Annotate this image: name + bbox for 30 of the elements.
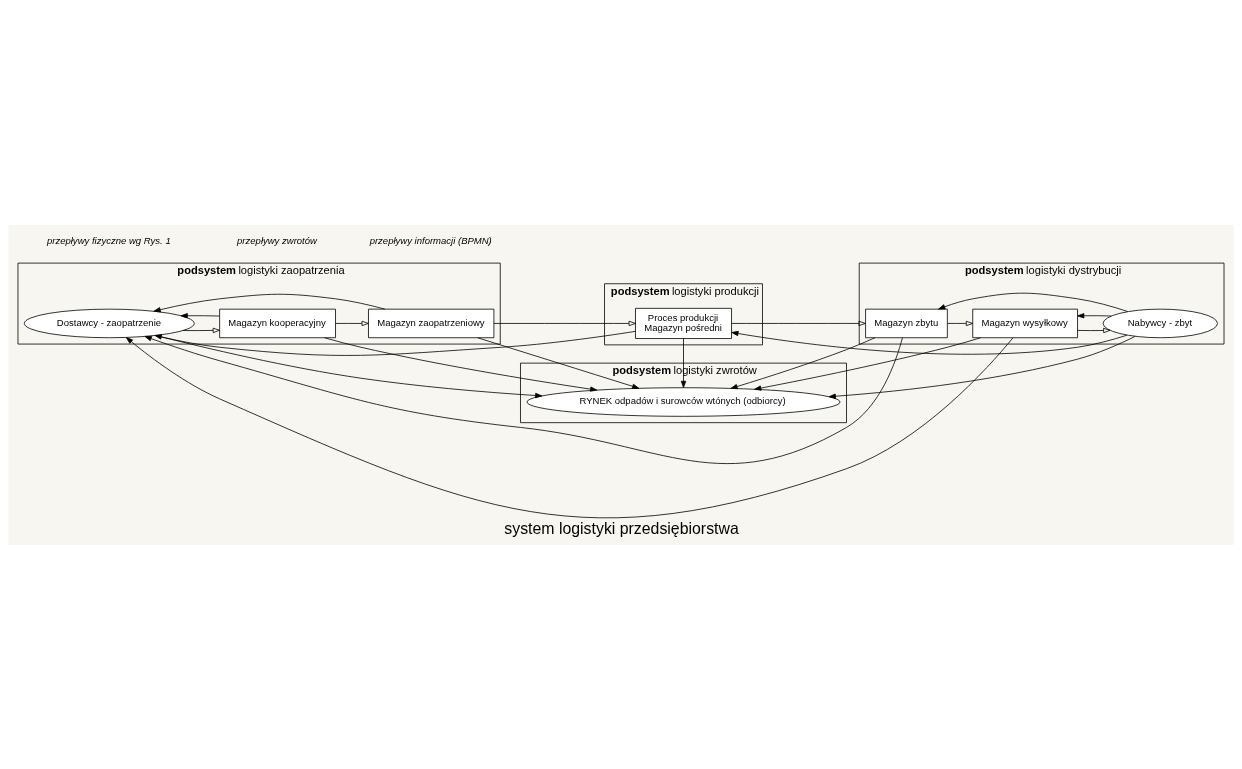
arrow: [182, 327, 220, 333]
arrow: [324, 336, 598, 392]
arrow: [155, 334, 543, 398]
arrow: [153, 293, 386, 312]
label: przepływy informacji (BPMN): [369, 234, 492, 246]
arrow: [730, 336, 876, 389]
caption: system logistyki przedsiębiorstwa: [504, 519, 739, 537]
node-box: Proces produkcji Magazyn pośredni: [635, 307, 732, 339]
arrow: [335, 320, 369, 326]
arrow: [493, 320, 636, 326]
label: przepływy zwrotów: [237, 234, 317, 246]
arrow: [731, 330, 1128, 355]
arrow: [828, 335, 1136, 399]
arrow: [938, 292, 1129, 312]
arrow: [154, 330, 636, 356]
arrow: [1077, 312, 1112, 318]
arrow: [731, 320, 866, 326]
label: przepływy fizyczne wg Rys. 1: [46, 234, 171, 246]
node-box: Magazyn kooperacyjny: [219, 308, 336, 338]
arrow: [477, 336, 640, 389]
arrow: [144, 335, 903, 464]
arrow: [125, 336, 1014, 518]
arrow: [1077, 327, 1111, 333]
node-box: Magazyn zaopatrzeniowy: [368, 308, 495, 338]
arrow: [754, 336, 981, 391]
arrow: [947, 320, 973, 326]
node-box: Magazyn wysyłkowy: [972, 308, 1078, 338]
arrow: [180, 312, 220, 318]
node-box: Magazyn zbytu: [865, 308, 948, 338]
arrow: [680, 337, 687, 388]
